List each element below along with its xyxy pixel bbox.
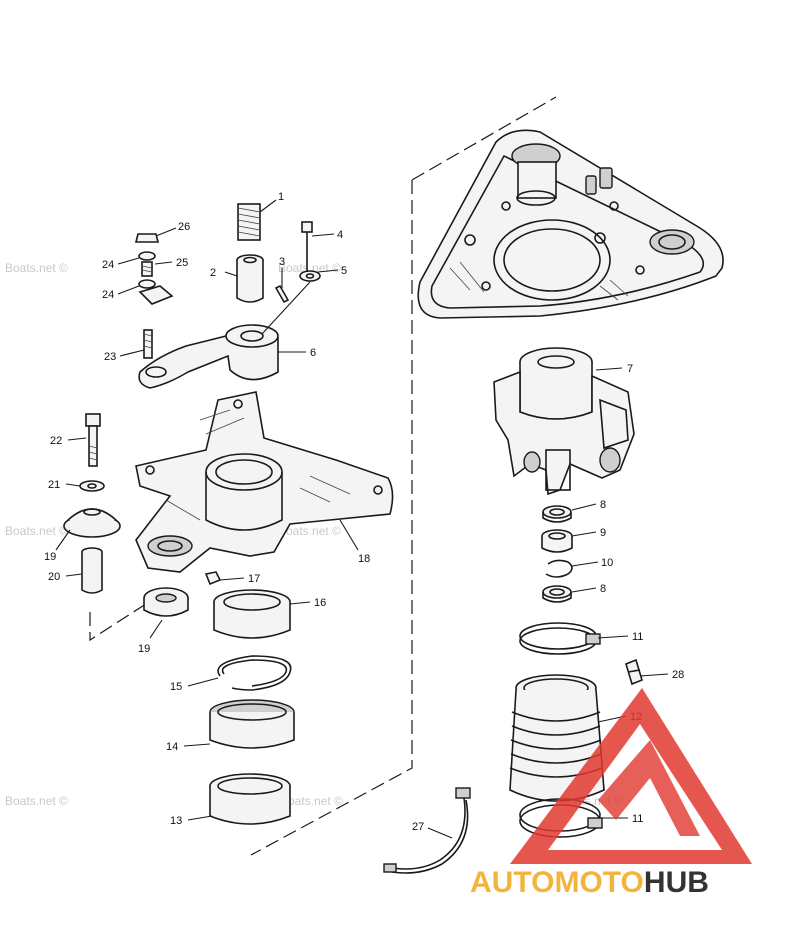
watermark: Boats.net © bbox=[278, 524, 341, 538]
callout-24-upper: 24 bbox=[102, 259, 114, 271]
callout-5: 5 bbox=[341, 265, 347, 277]
part-26-nut bbox=[134, 233, 160, 243]
part-8-ring-lower bbox=[542, 585, 572, 603]
callout-13: 13 bbox=[170, 815, 182, 827]
part-24-block bbox=[138, 285, 174, 305]
callout-11-lower: 11 bbox=[632, 813, 643, 825]
callout-7: 7 bbox=[627, 363, 633, 375]
callout-17: 17 bbox=[248, 573, 260, 585]
callout-23: 23 bbox=[104, 351, 116, 363]
logo-text-hub: HUB bbox=[644, 866, 709, 899]
part-11-clamp-upper bbox=[519, 622, 601, 655]
watermark: Boats.net © bbox=[280, 794, 343, 808]
part-16-seal bbox=[213, 589, 291, 639]
part-24-washer-lower bbox=[138, 279, 156, 289]
callout-15: 15 bbox=[170, 681, 182, 693]
callout-9: 9 bbox=[600, 527, 606, 539]
part-4-bolt bbox=[301, 221, 313, 276]
gimbal-housing-plate bbox=[417, 129, 724, 319]
part-14-bearing-ring bbox=[209, 699, 295, 749]
part-23-stud bbox=[143, 329, 153, 359]
logo-text-moto: MOTO bbox=[554, 866, 643, 899]
part-5-washer bbox=[299, 270, 321, 282]
part-20-sleeve bbox=[81, 547, 103, 594]
automotohub-logo: AUTOMOTOHUB bbox=[470, 688, 752, 899]
part-28-clip bbox=[625, 658, 643, 686]
leader-lines bbox=[55, 199, 669, 839]
part-8-ring-upper bbox=[542, 505, 572, 523]
part-18-main-bracket bbox=[135, 391, 394, 573]
watermark: Boats.net © bbox=[5, 524, 68, 538]
callout-18: 18 bbox=[358, 553, 370, 565]
logo-triangle-icon bbox=[510, 688, 752, 864]
callout-numbers: 1 2 3 4 5 6 7 8 9 10 8 11 12 13 14 15 16… bbox=[44, 191, 684, 833]
part-3-pin bbox=[274, 284, 290, 304]
part-17-nut bbox=[204, 571, 222, 586]
callout-21: 21 bbox=[48, 479, 60, 491]
part-25-spring bbox=[141, 261, 153, 277]
callout-4: 4 bbox=[337, 229, 343, 241]
callout-16: 16 bbox=[314, 597, 326, 609]
callout-28: 28 bbox=[672, 669, 684, 681]
callout-19-lower: 19 bbox=[138, 643, 150, 655]
callout-1: 1 bbox=[278, 191, 284, 203]
part-19-mount-upper bbox=[63, 508, 121, 538]
watermark: Boats.net © bbox=[5, 261, 68, 275]
part-21-washer bbox=[79, 480, 105, 492]
svg-text:AUTOMOTOHUB: AUTOMOTOHUB bbox=[470, 866, 709, 899]
part-2-bushing bbox=[236, 254, 264, 303]
part-1-spring bbox=[237, 203, 261, 241]
callout-24-lower: 24 bbox=[102, 289, 114, 301]
watermark: Boats.net © bbox=[5, 794, 68, 808]
part-7-housing bbox=[493, 347, 635, 496]
callout-27: 27 bbox=[412, 821, 424, 833]
part-24-washer-upper bbox=[138, 251, 156, 261]
part-6-swivel-arm bbox=[138, 324, 279, 389]
logo-text-auto: AUTO bbox=[470, 866, 554, 899]
logo-inner-mark-icon bbox=[598, 740, 700, 836]
callout-2: 2 bbox=[210, 267, 216, 279]
callout-11-upper: 11 bbox=[632, 631, 643, 643]
callout-8-upper: 8 bbox=[600, 499, 606, 511]
part-22-bolt bbox=[85, 413, 101, 467]
callout-19-upper: 19 bbox=[44, 551, 56, 563]
callout-6: 6 bbox=[310, 347, 316, 359]
assembly-dash-lines bbox=[89, 96, 557, 856]
callout-14: 14 bbox=[166, 741, 178, 753]
part-15-snap-ring bbox=[217, 655, 292, 691]
part-9-bearing bbox=[541, 529, 573, 553]
callout-3: 3 bbox=[279, 256, 285, 268]
part-10-snap-ring bbox=[545, 559, 573, 578]
callout-8-lower: 8 bbox=[600, 583, 606, 595]
part-27-ground-wire bbox=[383, 787, 471, 874]
callout-22: 22 bbox=[50, 435, 62, 447]
callout-20: 20 bbox=[48, 571, 60, 583]
part-19-mount-lower bbox=[143, 587, 189, 617]
callout-25: 25 bbox=[176, 257, 188, 269]
callout-10: 10 bbox=[601, 557, 613, 569]
callout-26: 26 bbox=[178, 221, 190, 233]
part-13-ring bbox=[209, 773, 291, 825]
